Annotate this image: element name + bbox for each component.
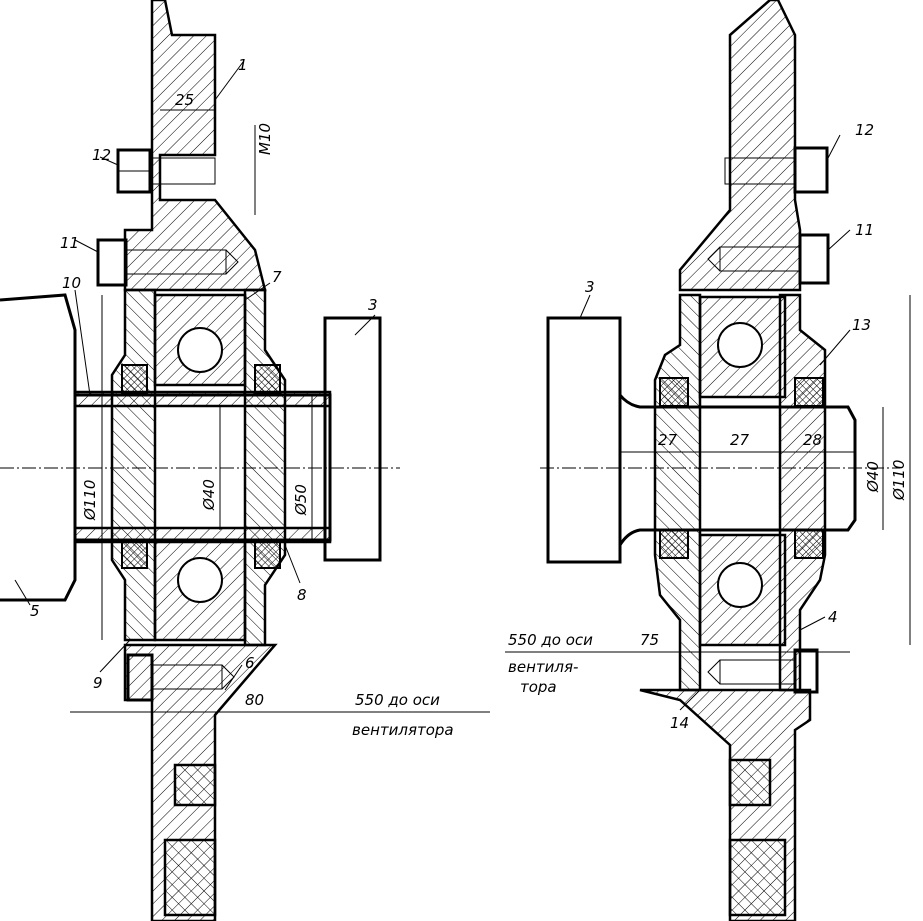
part-5 bbox=[0, 293, 77, 602]
callout-11-r: 11 bbox=[855, 221, 874, 239]
seal-r4 bbox=[794, 529, 824, 559]
dim-75: 75 bbox=[640, 631, 659, 649]
bearing-ball-top-r bbox=[717, 322, 763, 368]
dim-m10: M10 bbox=[256, 123, 274, 155]
hub-3-r bbox=[546, 316, 622, 564]
bolt-11-r bbox=[707, 233, 830, 285]
bearing-ball-bottom bbox=[177, 557, 223, 603]
bolt-11 bbox=[96, 238, 239, 287]
callout-8: 8 bbox=[297, 586, 307, 604]
callout-5: 5 bbox=[30, 602, 40, 620]
housing-7 bbox=[110, 288, 157, 642]
housing-14 bbox=[653, 293, 702, 692]
bearing-outer-bottom-r bbox=[698, 533, 787, 647]
sleeve-10-top bbox=[73, 390, 332, 408]
dim-dia40-r: Ø40 bbox=[864, 461, 882, 493]
fan-axis-label-2: вентилятора bbox=[352, 721, 454, 739]
seal-top-left bbox=[121, 364, 148, 394]
callout-3-r: 3 bbox=[585, 278, 595, 296]
bolt-12-r bbox=[724, 146, 829, 194]
right-view bbox=[505, 0, 911, 921]
bolt-12 bbox=[116, 148, 216, 194]
fan-axis-r-1: 550 до оси bbox=[508, 631, 593, 649]
dim-dia40: Ø40 bbox=[200, 479, 218, 511]
callout-9: 9 bbox=[93, 674, 103, 692]
seal-r3 bbox=[659, 529, 689, 559]
callout-1: 1 bbox=[238, 56, 248, 74]
dim-dia110-r: Ø110 bbox=[890, 460, 908, 501]
callout-4: 4 bbox=[828, 608, 838, 626]
bolt-lower-r bbox=[707, 648, 819, 694]
cover-4 bbox=[778, 293, 827, 692]
dim-27a: 27 bbox=[658, 431, 678, 449]
seal-r2 bbox=[794, 377, 824, 407]
callout-11: 11 bbox=[60, 234, 79, 252]
bolt-lower-left bbox=[126, 653, 235, 702]
flange-lower-1 bbox=[173, 763, 217, 807]
callout-7: 7 bbox=[272, 268, 282, 286]
dim-27b: 27 bbox=[730, 431, 750, 449]
fan-axis-r-3: тора bbox=[520, 678, 557, 696]
dim-dia110: Ø110 bbox=[81, 480, 99, 521]
dim-dia50: Ø50 bbox=[292, 484, 310, 516]
fan-axis-label-1: 550 до оси bbox=[355, 691, 440, 709]
callout-12: 12 bbox=[92, 146, 111, 164]
callout-3: 3 bbox=[368, 296, 378, 314]
left-view bbox=[0, 0, 490, 921]
shaft-r bbox=[618, 390, 857, 551]
dim-80: 80 bbox=[245, 691, 264, 709]
callout-13: 13 bbox=[852, 316, 871, 334]
callout-12-r: 12 bbox=[855, 121, 874, 139]
callout-6: 6 bbox=[245, 654, 255, 672]
seal-bottom-left bbox=[121, 539, 148, 569]
bearing-ball-bottom-r bbox=[717, 562, 763, 608]
fan-axis-r-2: вентиля- bbox=[508, 658, 578, 676]
dim-28: 28 bbox=[803, 431, 822, 449]
callout-14: 14 bbox=[670, 714, 689, 732]
seal-top-right bbox=[254, 364, 281, 394]
wall-plate-upper bbox=[123, 0, 267, 292]
flange-lower-2 bbox=[163, 838, 217, 917]
flange-lower-r1 bbox=[728, 758, 772, 807]
seal-r1 bbox=[659, 377, 689, 407]
seal-bottom-right bbox=[254, 539, 281, 569]
flange-lower-r2 bbox=[728, 838, 787, 917]
bearing-ball-top bbox=[177, 327, 223, 373]
hub-3 bbox=[323, 316, 382, 562]
callout-10: 10 bbox=[62, 274, 81, 292]
dim-25: 25 bbox=[175, 91, 194, 109]
sleeve-10-bottom bbox=[73, 526, 332, 544]
